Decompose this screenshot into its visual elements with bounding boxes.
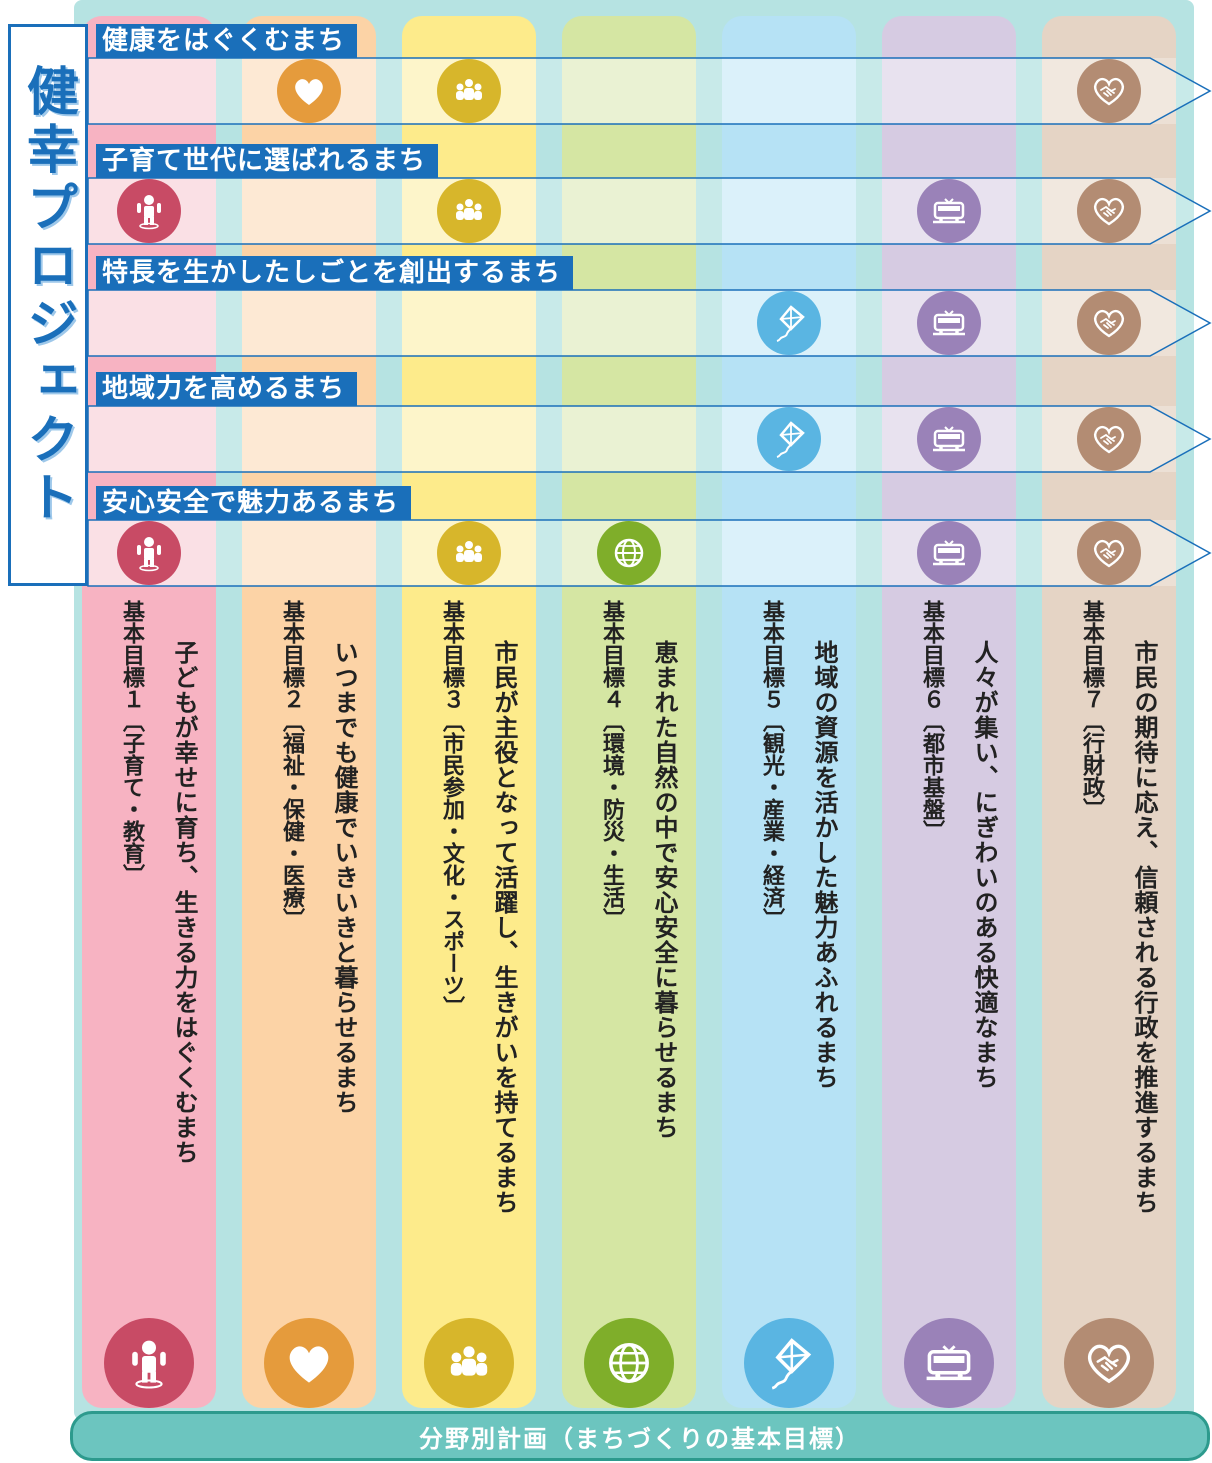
project-band-4 [87, 405, 1212, 473]
goal-column-7 [1042, 16, 1176, 1408]
goal-title-4: 恵まれた自然の中で安心安全に暮らせるまち [650, 640, 678, 1140]
goal-column-4 [562, 16, 696, 1408]
people-icon [437, 179, 501, 243]
project-label: 健幸プロジェクト [17, 64, 78, 528]
child-icon [104, 1318, 194, 1408]
goal-label-3: 基本目標３〔市民参加・文化・スポーツ〕 [439, 600, 464, 1018]
project-title-5: 安心安全で魅力あるまち [96, 486, 412, 520]
goal-column-3 [402, 16, 536, 1408]
project-band-1 [87, 57, 1212, 125]
project-band-2 [87, 177, 1212, 245]
handshake-heart-icon [1077, 59, 1141, 123]
train-icon [917, 407, 981, 471]
goal-label-2: 基本目標２〔福祉・保健・医療〕 [279, 600, 304, 930]
goal-title-5: 地域の資源を活かした魅力あふれるまち [810, 640, 838, 1090]
goal-title-1: 子どもが幸せに育ち、生きる力をはぐくむまち [170, 640, 198, 1165]
globe-icon [597, 521, 661, 585]
train-icon [917, 521, 981, 585]
project-label-box [8, 24, 88, 586]
child-icon [117, 521, 181, 585]
handshake-heart-icon [1077, 179, 1141, 243]
project-title-2: 子育て世代に選ばれるまち [96, 144, 439, 178]
globe-icon [584, 1318, 674, 1408]
band-3-cell-3 [402, 290, 536, 356]
handshake-heart-icon [1077, 407, 1141, 471]
handshake-heart-icon [1064, 1318, 1154, 1408]
goal-column-1 [82, 16, 216, 1408]
people-icon [437, 59, 501, 123]
band-4-cell-2 [242, 406, 376, 472]
project-title-1: 健康をはぐくむまち [96, 24, 358, 58]
band-2-cell-2 [242, 178, 376, 244]
band-5-cell-5 [722, 520, 856, 586]
kite-icon [757, 291, 821, 355]
heart-icon [277, 59, 341, 123]
train-icon [917, 291, 981, 355]
band-1-cell-1 [82, 58, 216, 124]
train-icon [917, 179, 981, 243]
band-3-cell-2 [242, 290, 376, 356]
handshake-heart-icon [1077, 291, 1141, 355]
band-1-cell-5 [722, 58, 856, 124]
band-4-cell-1 [82, 406, 216, 472]
goal-title-3: 市民が主役となって活躍し、生きがいを持てるまち [490, 640, 518, 1215]
goal-title-2: いつまでも健康でいきいきと暮らせるまち [330, 640, 358, 1115]
train-icon [904, 1318, 994, 1408]
band-1-cell-4 [562, 58, 696, 124]
band-5-cell-2 [242, 520, 376, 586]
goal-label-7: 基本目標７〔行財政〕 [1079, 600, 1104, 820]
band-3-cell-1 [82, 290, 216, 356]
goal-label-4: 基本目標４〔環境・防災・生活〕 [599, 600, 624, 930]
heart-icon [264, 1318, 354, 1408]
goal-label-6: 基本目標６〔都市基盤〕 [919, 600, 944, 842]
band-3-cell-4 [562, 290, 696, 356]
goal-column-2 [242, 16, 376, 1408]
handshake-heart-icon [1077, 521, 1141, 585]
child-icon [117, 179, 181, 243]
project-bands [82, 57, 1212, 587]
goal-title-6: 人々が集い、にぎわいのある快適なまち [970, 640, 998, 1090]
project-title-4: 地域力を高めるまち [96, 372, 358, 406]
goal-column-6 [882, 16, 1016, 1408]
band-2-cell-4 [562, 178, 696, 244]
band-1-cell-6 [882, 58, 1016, 124]
goal-title-7: 市民の期待に応え、信頼される行政を推進するまち [1130, 640, 1158, 1215]
bottom-label: 分野別計画（まちづくりの基本目標） [70, 1411, 1210, 1461]
people-icon [424, 1318, 514, 1408]
people-icon [437, 521, 501, 585]
goal-column-5 [722, 16, 856, 1408]
band-4-cell-3 [402, 406, 536, 472]
goal-label-1: 基本目標１〔子育て・教育〕 [119, 600, 144, 886]
kite-icon [744, 1318, 834, 1408]
kite-icon [757, 407, 821, 471]
goal-label-5: 基本目標５〔観光・産業・経済〕 [759, 600, 784, 930]
band-4-cell-4 [562, 406, 696, 472]
project-band-3 [87, 289, 1212, 357]
project-title-3: 特長を生かしたしごとを創出するまち [96, 256, 574, 290]
band-2-cell-5 [722, 178, 856, 244]
